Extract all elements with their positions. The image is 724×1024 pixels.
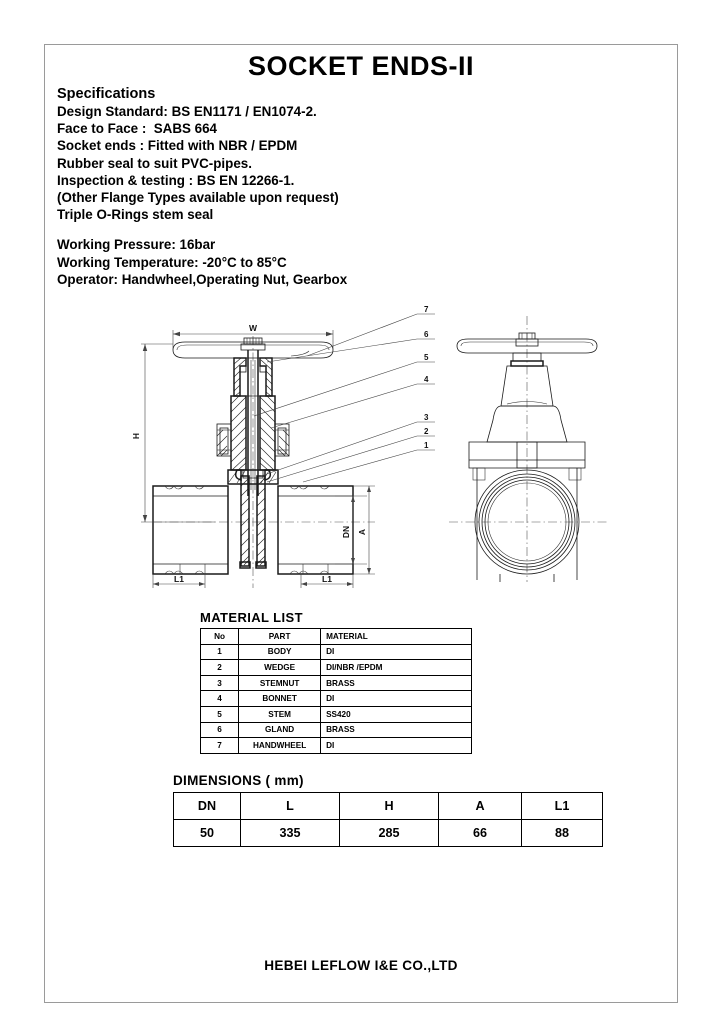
table-row: 6 GLAND BRASS	[199, 721, 472, 739]
specifications-block: Specifications Design Standard: BS EN117…	[57, 86, 397, 288]
cell-l: 335	[240, 819, 340, 847]
dimension-l1: L1 L1	[152, 574, 354, 588]
cell-no: 3	[199, 674, 240, 692]
spec-line: Design Standard: BS EN1171 / EN1074-2.	[57, 104, 317, 119]
cell-part: BODY	[238, 643, 322, 661]
dimension-h: H	[131, 343, 215, 523]
table-row: 1 BODY DI	[199, 643, 472, 661]
cell-no: 5	[199, 705, 240, 723]
header-cell-a: A	[438, 792, 522, 820]
callout-4: 4	[424, 375, 429, 384]
cell-material: DI	[320, 643, 472, 661]
callout-3: 3	[424, 413, 429, 422]
callout-5: 5	[424, 353, 429, 362]
material-list-block: MATERIAL LIST No PART MATERIAL 1 BODY DI…	[199, 610, 472, 754]
cell-material: BRASS	[320, 674, 472, 692]
dim-label-l1-left: L1	[174, 574, 184, 584]
spec-line: Rubber seal to suit PVC-pipes.	[57, 155, 252, 171]
callout-2: 2	[424, 427, 429, 436]
dim-label-w: W	[249, 323, 258, 333]
material-list-caption: MATERIAL LIST	[200, 610, 303, 625]
cell-material: BRASS	[320, 721, 472, 739]
handwheel-end	[456, 338, 598, 354]
spec-line: Triple O-Rings stem seal	[57, 207, 214, 223]
cell-material: DI/NBR /EPDM	[320, 659, 472, 676]
cell-part: BONNET	[238, 690, 322, 707]
dim-label-dn: DN	[341, 526, 351, 538]
drawing-sheet: SOCKET ENDS-II Specifications Design Sta…	[44, 44, 678, 1003]
valve-technical-drawing: W H DN	[45, 300, 679, 590]
cell-no: 6	[199, 721, 240, 739]
company-footer: HEBEI LEFLOW I&E CO.,LTD	[264, 958, 458, 973]
header-cell: PART	[238, 628, 322, 645]
dimension-dn-a: DN A	[335, 485, 375, 575]
spec-line: (Other Flange Types available upon reque…	[57, 190, 339, 206]
header-cell-l: L	[240, 792, 340, 820]
specifications-heading: Specifications	[57, 86, 156, 102]
spec-line: Socket ends : Fitted with NBR / EPDM	[57, 138, 298, 154]
cell-material: DI	[320, 737, 472, 754]
table-row: 2 WEDGE DI/NBR /EPDM	[199, 659, 472, 676]
table-header-row: DN L H A L1	[173, 792, 603, 820]
cell-part: STEMNUT	[238, 674, 322, 692]
cell-a: 66	[438, 819, 522, 847]
table-row: 3 STEMNUT BRASS	[199, 674, 472, 692]
table-row: 50 335 285 66 88	[173, 819, 603, 847]
cell-no: 7	[199, 737, 240, 754]
cell-no: 4	[199, 690, 240, 707]
part-callouts: 7 6 5 4 3 2 1	[253, 305, 435, 483]
cell-l1: 88	[521, 819, 603, 847]
cell-material: SS420	[320, 705, 472, 723]
spec-spacer	[57, 223, 397, 236]
spec-line: Face to Face : SABS 664	[57, 121, 218, 137]
valve-section-view: W H DN	[131, 305, 435, 588]
spec-line: Operator: Handwheel,Operating Nut, Gearb…	[57, 271, 348, 287]
dimensions-caption: DIMENSIONS ( mm)	[173, 773, 304, 788]
header-cell-dn: DN	[173, 792, 241, 820]
socket-bore-circles	[474, 469, 580, 575]
dim-label-l1-right: L1	[322, 574, 332, 584]
table-row: 4 BONNET DI	[199, 690, 472, 707]
valve-stem	[247, 350, 259, 496]
cell-no: 2	[199, 659, 240, 676]
header-cell: MATERIAL	[320, 628, 472, 645]
cell-material: DI	[320, 690, 472, 707]
stem-top-nut	[240, 337, 266, 351]
dimensions-block: DIMENSIONS ( mm) DN L H A L1 50 335 285 …	[173, 773, 603, 847]
stem-nut	[242, 469, 264, 479]
cell-dn: 50	[173, 819, 241, 847]
wedge-gate	[234, 469, 272, 569]
cell-part: STEM	[238, 705, 322, 723]
dim-label-a: A	[357, 529, 367, 535]
dimension-w: W	[172, 323, 334, 350]
callout-6: 6	[424, 330, 429, 339]
cell-h: 285	[339, 819, 439, 847]
cell-no: 1	[199, 643, 240, 661]
header-cell-l1: L1	[521, 792, 603, 820]
page-title: SOCKET ENDS-II	[247, 51, 475, 81]
cell-part: WEDGE	[238, 659, 322, 676]
bonnet-bolts	[216, 423, 290, 457]
dimensions-table: DN L H A L1 50 335 285 66 88	[173, 792, 603, 847]
bonnet	[216, 395, 290, 471]
callout-1: 1	[424, 441, 429, 450]
table-row: 7 HANDWHEEL DI	[199, 737, 472, 754]
table-header-row: No PART MATERIAL	[199, 628, 472, 645]
header-cell-h: H	[339, 792, 439, 820]
callout-7: 7	[424, 305, 429, 314]
spec-line: Working Temperature: -20°C to 85°C	[57, 254, 287, 270]
spec-line: Inspection & testing : BS EN 12266-1.	[57, 172, 295, 188]
material-list-table: No PART MATERIAL 1 BODY DI 2 WEDGE DI/NB…	[199, 628, 472, 754]
cell-part: GLAND	[238, 721, 322, 739]
spec-line: Working Pressure: 16bar	[57, 237, 216, 253]
valve-end-view	[449, 316, 607, 582]
table-row: 5 STEM SS420	[199, 705, 472, 723]
dim-label-h: H	[131, 433, 141, 439]
cell-part: HANDWHEEL	[238, 737, 322, 754]
header-cell: No	[199, 628, 240, 645]
